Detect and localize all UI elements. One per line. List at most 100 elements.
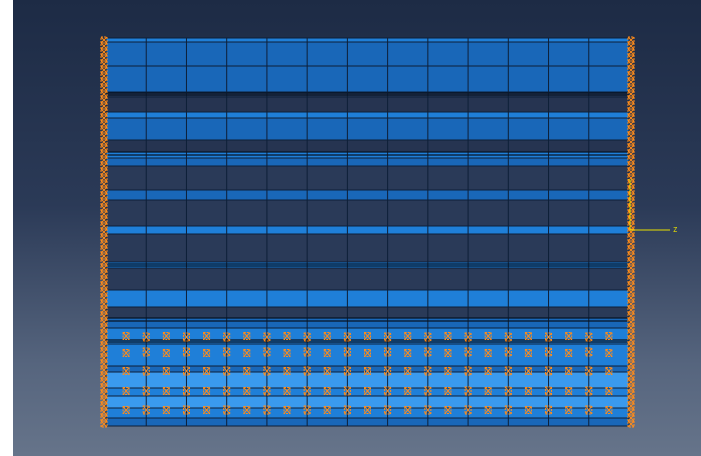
- constraint-marker: [404, 349, 412, 357]
- constraint-marker: [565, 367, 573, 375]
- constraint-marker: [627, 48, 635, 56]
- material-band: [106, 290, 629, 307]
- constraint-marker: [203, 349, 211, 357]
- constraint-marker: [182, 347, 190, 357]
- constraint-marker: [464, 386, 472, 396]
- constraint-marker: [343, 332, 351, 342]
- constraint-marker: [545, 386, 553, 396]
- material-band: [106, 234, 629, 262]
- material-band: [106, 66, 629, 92]
- constraint-marker: [627, 264, 635, 272]
- constraint-marker: [263, 386, 271, 396]
- constraint-marker: [223, 366, 231, 376]
- y-axis-label: Y: [628, 178, 633, 186]
- material-band: [106, 190, 629, 200]
- constraint-marker: [545, 347, 553, 357]
- material-band: [106, 318, 629, 328]
- constraint-marker: [283, 367, 291, 375]
- constraint-marker: [484, 387, 492, 395]
- constraint-marker: [323, 349, 331, 357]
- material-band: [106, 112, 629, 118]
- constraint-marker: [424, 347, 432, 357]
- constraint-marker: [404, 332, 412, 340]
- constraint-marker: [203, 387, 211, 395]
- constraint-marker: [605, 349, 613, 357]
- constraint-marker: [565, 349, 573, 357]
- constraint-marker: [524, 387, 532, 395]
- constraint-marker: [384, 366, 392, 376]
- constraint-marker: [545, 366, 553, 376]
- constraint-marker: [585, 366, 593, 376]
- constraint-marker: [223, 386, 231, 396]
- constraint-marker: [303, 386, 311, 396]
- material-band: [106, 200, 629, 226]
- constraint-marker: [203, 406, 211, 414]
- constraint-marker: [524, 332, 532, 340]
- constraint-marker: [364, 406, 371, 414]
- constraint-marker: [100, 198, 108, 206]
- constraint-marker: [343, 405, 351, 415]
- constraint-marker: [585, 405, 593, 415]
- constraint-marker: [303, 366, 311, 376]
- material-band: [106, 344, 629, 366]
- constraint-marker: [424, 332, 432, 342]
- constraint-marker: [545, 405, 553, 415]
- constraint-marker: [283, 387, 291, 395]
- material-band: [106, 166, 629, 190]
- constraint-marker: [283, 406, 291, 414]
- material-band: [106, 118, 629, 140]
- constraint-marker: [122, 387, 130, 395]
- constraint-marker: [484, 332, 492, 340]
- z-axis-label: Z: [673, 226, 677, 234]
- constraint-marker: [444, 406, 452, 414]
- constraint-marker: [404, 406, 412, 414]
- constraint-marker: [182, 405, 190, 415]
- constraint-marker: [263, 366, 271, 376]
- constraint-marker: [122, 367, 130, 375]
- coordinate-triad: Y Z: [628, 178, 677, 234]
- material-band: [106, 158, 629, 166]
- constraint-marker: [424, 405, 432, 415]
- material-band: [106, 418, 629, 426]
- constraint-marker: [364, 367, 371, 375]
- constraint-marker: [504, 405, 512, 415]
- constraint-marker: [364, 387, 371, 395]
- constraint-marker: [283, 349, 291, 357]
- constraint-marker: [142, 405, 150, 415]
- fe-model-scene[interactable]: Y Z: [13, 0, 701, 456]
- material-band: [106, 388, 629, 396]
- constraint-marker: [182, 366, 190, 376]
- constraint-marker: [464, 405, 472, 415]
- constraint-marker: [605, 367, 613, 375]
- material-band: [106, 97, 629, 112]
- constraint-marker: [223, 347, 231, 357]
- constraint-marker: [605, 332, 613, 340]
- material-band: [106, 226, 629, 234]
- constraint-marker: [243, 387, 251, 395]
- constraint-marker: [100, 96, 108, 104]
- constraint-marker: [605, 406, 613, 414]
- material-band: [106, 42, 629, 66]
- constraint-marker: [627, 156, 635, 164]
- constraint-marker: [162, 367, 170, 375]
- constraint-marker: [424, 366, 432, 376]
- constraint-marker: [142, 386, 150, 396]
- constraint-marker: [303, 332, 311, 342]
- constraint-marker: [223, 332, 231, 342]
- model-viewport[interactable]: Y Z: [13, 0, 701, 456]
- constraint-marker: [243, 332, 251, 340]
- constraint-marker: [182, 386, 190, 396]
- constraint-marker: [524, 367, 532, 375]
- constraint-marker: [100, 420, 108, 428]
- constraint-marker: [364, 332, 371, 340]
- constraint-marker: [585, 347, 593, 357]
- constraint-marker: [384, 347, 392, 357]
- constraint-marker: [364, 349, 371, 357]
- constraint-marker: [283, 332, 291, 340]
- material-band: [106, 366, 629, 372]
- material-bands: [106, 38, 629, 426]
- material-band: [106, 268, 629, 290]
- constraint-marker: [565, 387, 573, 395]
- boundary-condition-markers: [100, 36, 635, 428]
- constraint-marker: [162, 349, 170, 357]
